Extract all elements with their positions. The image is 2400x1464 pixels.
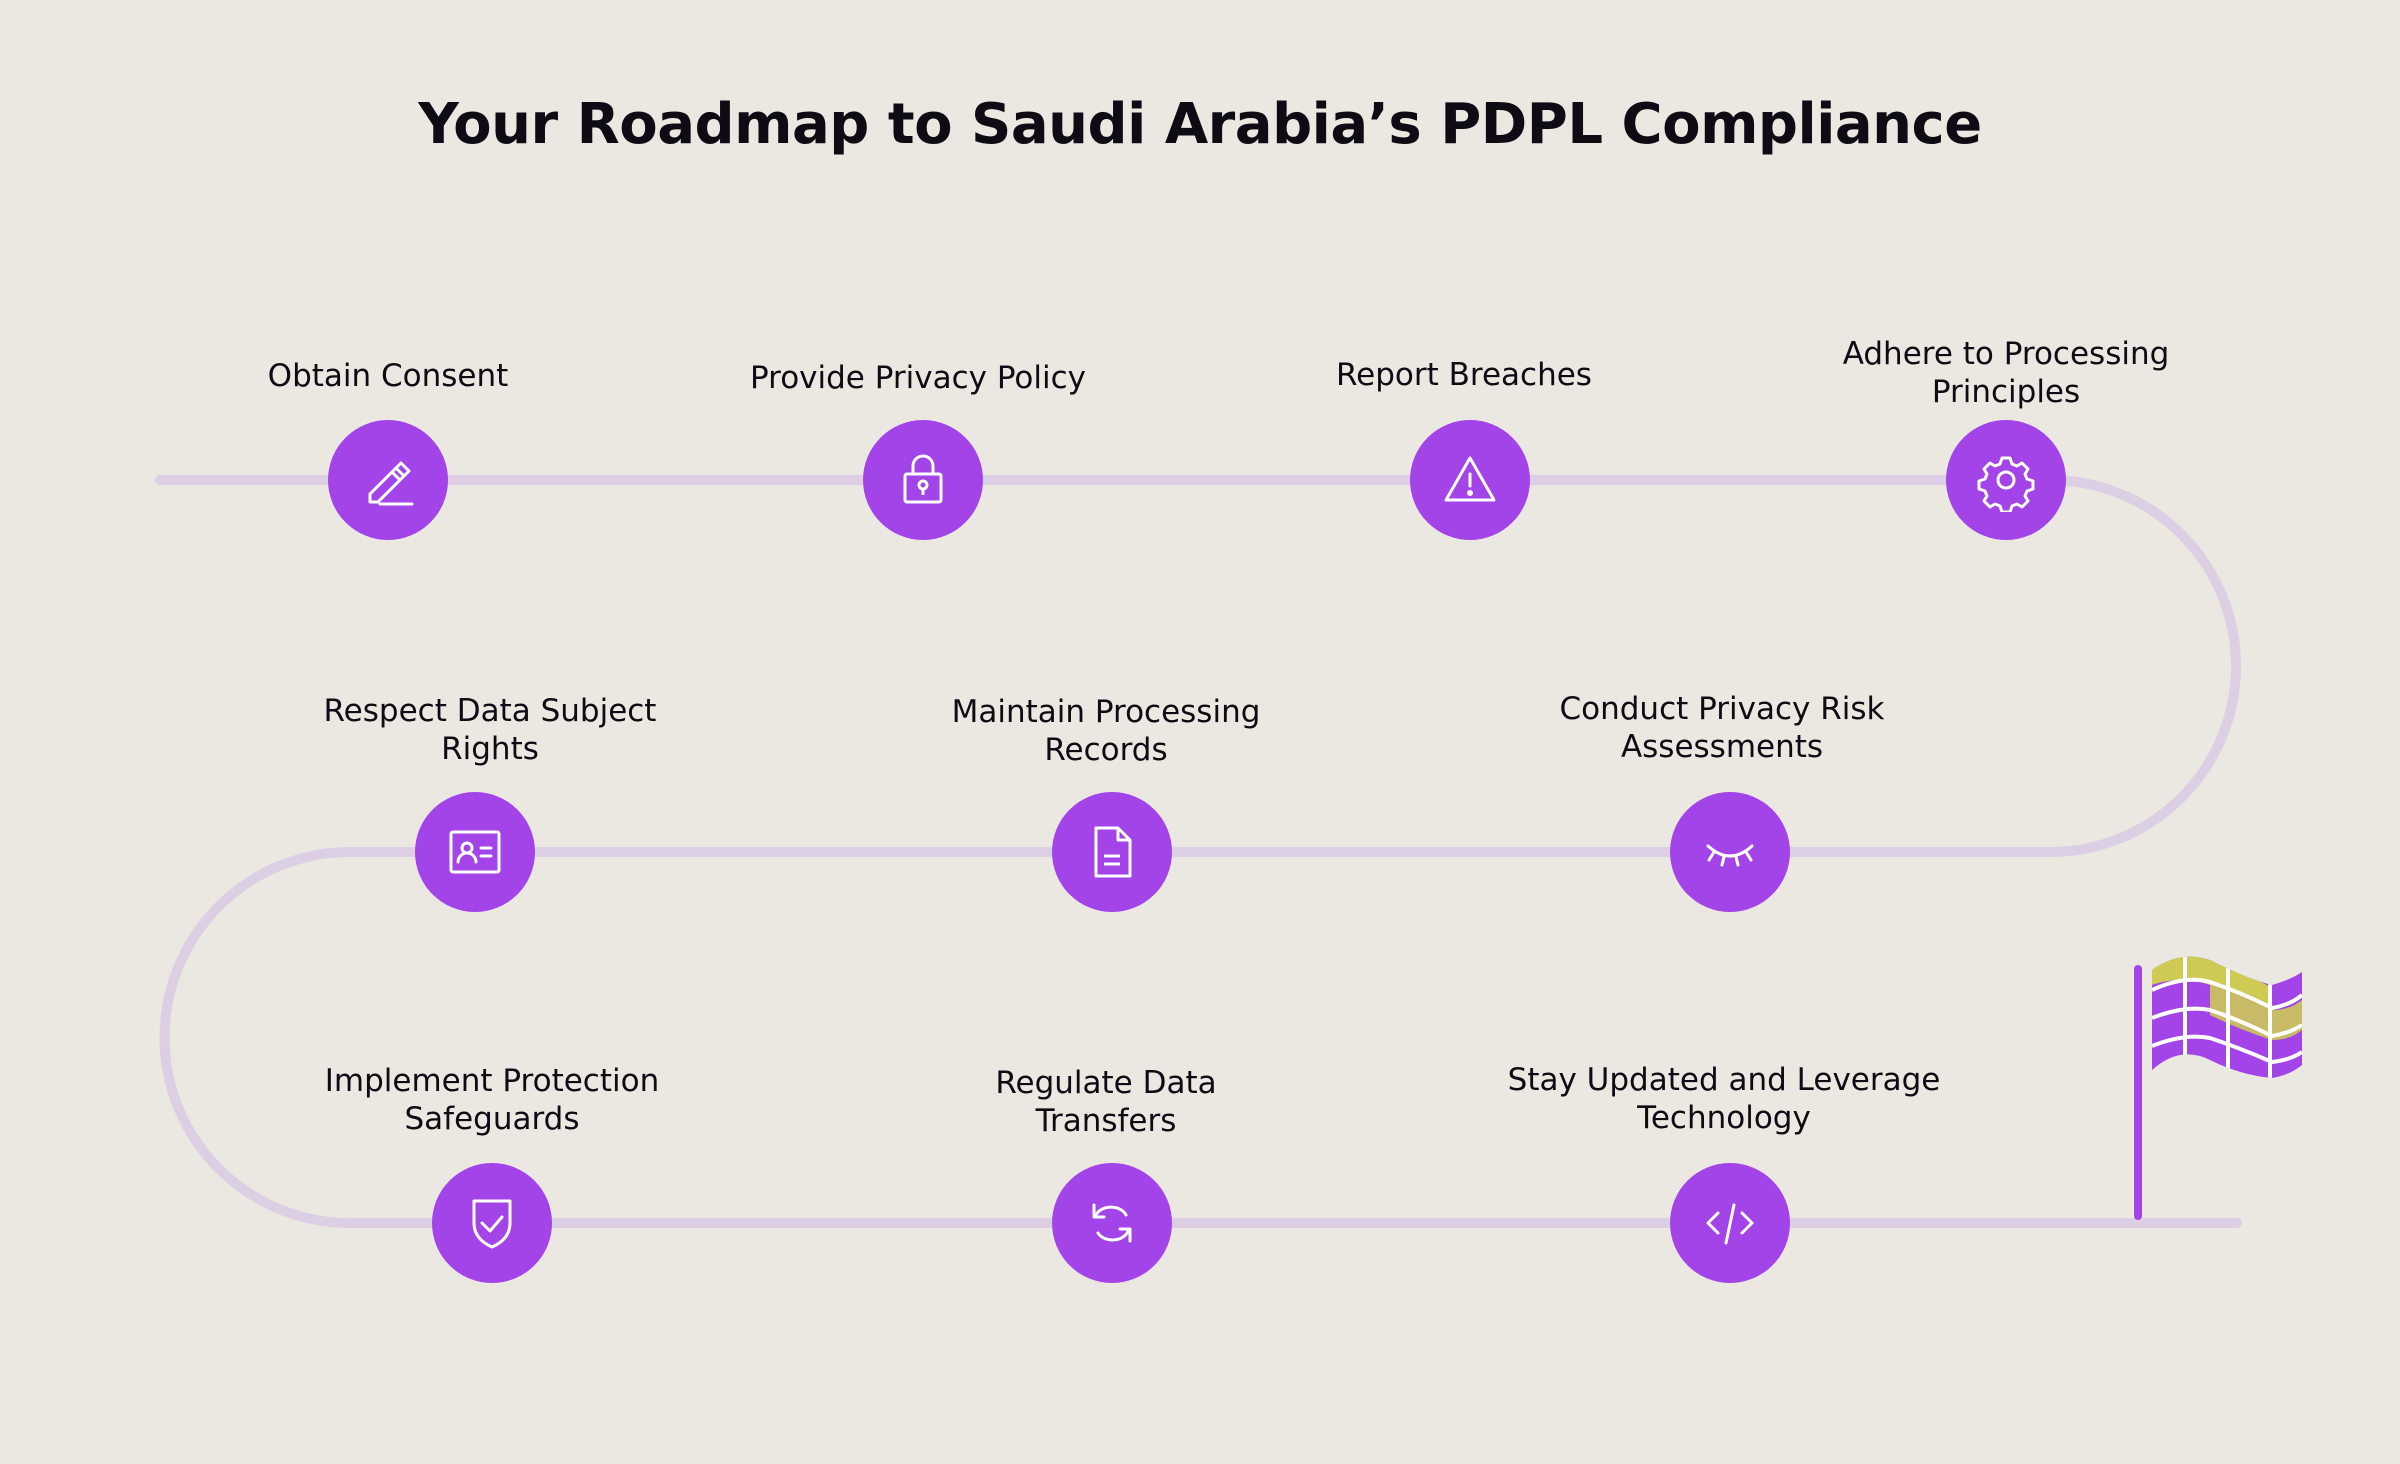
step-label-report-breaches: Report Breaches: [1244, 356, 1684, 394]
step-label-respect-data-subject-rights: Respect Data Subject Rights: [270, 692, 710, 768]
step-label-provide-privacy-policy: Provide Privacy Policy: [698, 359, 1138, 397]
step-label-conduct-privacy-risk-assessments: Conduct Privacy Risk Assessments: [1502, 690, 1942, 766]
shield-check-icon: [472, 1199, 512, 1249]
code-icon: [1706, 1203, 1754, 1245]
document-icon: [1094, 826, 1132, 878]
step-node-report-breaches[interactable]: [1410, 420, 1530, 540]
label-line: Implement Protection: [324, 1063, 660, 1099]
step-label-stay-updated-leverage-technology: Stay Updated and Leverage Technology: [1474, 1061, 1974, 1137]
warning-icon: [1444, 456, 1496, 502]
step-node-stay-updated-leverage-technology[interactable]: [1670, 1163, 1790, 1283]
step-node-respect-data-subject-rights[interactable]: [415, 792, 535, 912]
label-line: Transfers: [1035, 1103, 1177, 1139]
gear-icon: [1977, 456, 2035, 512]
label-line: Maintain Processing: [951, 694, 1261, 730]
pencil-icon: [368, 461, 414, 506]
label-line: Regulate Data: [995, 1065, 1217, 1101]
label-line: Rights: [441, 731, 539, 767]
step-node-regulate-data-transfers[interactable]: [1052, 1163, 1172, 1283]
step-node-implement-protection-safeguards[interactable]: [432, 1163, 552, 1283]
label-line: Safeguards: [404, 1101, 580, 1137]
page-title: Your Roadmap to Saudi Arabia’s PDPL Comp…: [418, 92, 1982, 157]
closed-eye-icon: [1706, 844, 1754, 867]
lock-icon: [903, 454, 943, 504]
step-label-regulate-data-transfers: Regulate Data Transfers: [886, 1064, 1326, 1140]
label-line: Obtain Consent: [267, 358, 509, 394]
label-line: Conduct Privacy Risk: [1559, 691, 1885, 727]
label-line: Adhere to Processing: [1842, 336, 2170, 372]
label-line: Report Breaches: [1336, 357, 1592, 393]
label-line: Records: [1044, 732, 1168, 768]
step-node-maintain-processing-records[interactable]: [1052, 792, 1172, 912]
step-node-adhere-processing-principles[interactable]: [1946, 420, 2066, 540]
label-line: Respect Data Subject: [323, 693, 657, 729]
label-line: Principles: [1931, 374, 2081, 410]
label-line: Technology: [1637, 1100, 1811, 1136]
step-label-implement-protection-safeguards: Implement Protection Safeguards: [272, 1062, 712, 1138]
label-line: Provide Privacy Policy: [749, 360, 1086, 396]
step-label-adhere-processing-principles: Adhere to Processing Principles: [1786, 335, 2226, 411]
step-node-provide-privacy-policy[interactable]: [863, 420, 983, 540]
step-label-maintain-processing-records: Maintain Processing Records: [886, 693, 1326, 769]
id-card-icon: [449, 830, 501, 874]
label-line: Stay Updated and Leverage: [1507, 1062, 1941, 1098]
step-node-obtain-consent[interactable]: [328, 420, 448, 540]
sync-icon: [1092, 1203, 1132, 1243]
label-line: Assessments: [1620, 729, 1824, 765]
finish-flag-icon: [2134, 956, 2302, 1220]
step-node-conduct-privacy-risk-assessments[interactable]: [1670, 792, 1790, 912]
step-label-obtain-consent: Obtain Consent: [168, 357, 608, 395]
